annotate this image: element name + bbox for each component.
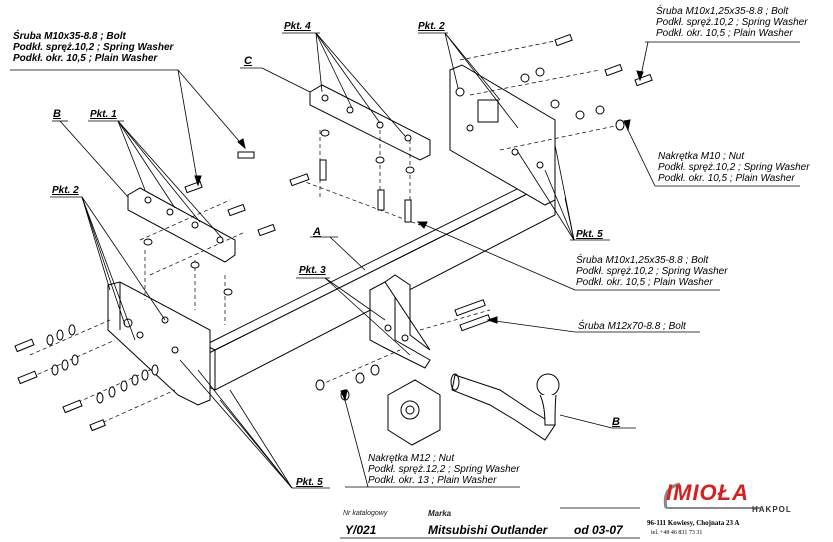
bolt-topright-label: Śruba M10x1,25x35-8.8 ; Bolt Podkł. sprę… bbox=[656, 6, 808, 39]
pkt4-label: Pkt. 4 bbox=[284, 21, 311, 32]
catalog-label: Nr katalogowy bbox=[343, 510, 388, 517]
nut-m12-line2: Podkł. spręż.12,2 ; Spring Washer bbox=[368, 464, 520, 475]
letter-b-right: B bbox=[612, 416, 620, 428]
nut-m10-line2: Podkł. spręż.10,2 ; Spring Washer bbox=[658, 162, 810, 173]
company-tel: tel. +48 46 831 73 31 bbox=[651, 530, 703, 536]
catalog-number: Y/021 bbox=[345, 523, 377, 537]
nut-m12-line1: Nakrętka M12 ; Nut bbox=[368, 453, 455, 464]
bolt-m12-label: Śruba M12x70-8.8 ; Bolt bbox=[578, 321, 686, 332]
brand-label: Marka bbox=[428, 509, 452, 518]
bolt-mid-line2: Podkł. spręż.10,2 ; Spring Washer bbox=[576, 266, 728, 277]
bolt-topright-line2: Podkł. spręż.10,2 ; Spring Washer bbox=[656, 17, 808, 28]
left-side-plate bbox=[107, 281, 211, 406]
bolt-topleft-line2: Podkł. spręż.10,2 ; Spring Washer bbox=[13, 42, 174, 53]
bolts bbox=[14, 33, 653, 432]
company-logo-sub: HAKPOL bbox=[752, 505, 792, 514]
arrowheads bbox=[194, 70, 644, 402]
letter-b-left: B bbox=[53, 108, 61, 120]
upper-left-bracket bbox=[127, 187, 236, 263]
company-address: 96-111 Kowiesy, Chojnata 23 A bbox=[647, 519, 740, 527]
nut-m12-label: Nakrętka M12 ; Nut Podkł. spręż.12,2 ; S… bbox=[368, 453, 520, 486]
nut-m12-line3: Podkł. okr. 13 ; Plain Washer bbox=[368, 475, 497, 486]
model-year: od 03-07 bbox=[574, 523, 623, 537]
bolt-topleft-label: Śruba M10x35-8.8 ; Bolt Podkł. spręż.10,… bbox=[13, 31, 173, 64]
bolt-topleft-line3: Podkł. okr. 10,5 ; Plain Washer bbox=[13, 53, 158, 64]
pkt2-top-label: Pkt. 2 bbox=[418, 21, 445, 32]
letter-c: C bbox=[244, 55, 252, 67]
company-logo: IMIOŁA bbox=[666, 480, 749, 505]
nut-m10-line1: Nakrętka M10 ; Nut bbox=[658, 151, 745, 162]
bolt-mid-label: Śruba M10x1,25x35-8.8 ; Bolt Podkł. sprę… bbox=[576, 255, 728, 288]
right-side-plate bbox=[449, 64, 556, 206]
pkt2-left-label: Pkt. 2 bbox=[52, 185, 79, 196]
ball-mount-bracket bbox=[369, 274, 431, 369]
pkt5-bottom-label: Pkt. 5 bbox=[296, 477, 323, 488]
nut-m10-line3: Podkł. okr. 10,5 ; Plain Washer bbox=[658, 173, 795, 184]
pkt1-label: Pkt. 1 bbox=[90, 109, 117, 120]
model-name: Mitsubishi Outlander bbox=[428, 523, 548, 537]
bolt-mid-line1: Śruba M10x1,25x35-8.8 ; Bolt bbox=[576, 255, 709, 266]
company-logo-swoosh bbox=[663, 482, 760, 509]
bolt-topright-line3: Podkł. okr. 10,5 ; Plain Washer bbox=[656, 28, 793, 39]
bracket-c bbox=[309, 84, 431, 161]
nut-m10-label: Nakrętka M10 ; Nut Podkł. spręż.10,2 ; S… bbox=[658, 151, 810, 184]
pkt5-right-label: Pkt. 5 bbox=[576, 229, 603, 240]
bolt-mid-line3: Podkł. okr. 10,5 ; Plain Washer bbox=[576, 277, 713, 288]
tow-ball bbox=[450, 373, 560, 441]
socket-plate bbox=[387, 379, 441, 446]
bolt-topleft-line1: Śruba M10x35-8.8 ; Bolt bbox=[13, 31, 126, 42]
bolt-topright-line1: Śruba M10x1,25x35-8.8 ; Bolt bbox=[656, 6, 789, 17]
letter-a: A bbox=[313, 226, 321, 238]
pkt3-label: Pkt. 3 bbox=[299, 265, 326, 276]
leader-lines bbox=[10, 32, 800, 489]
